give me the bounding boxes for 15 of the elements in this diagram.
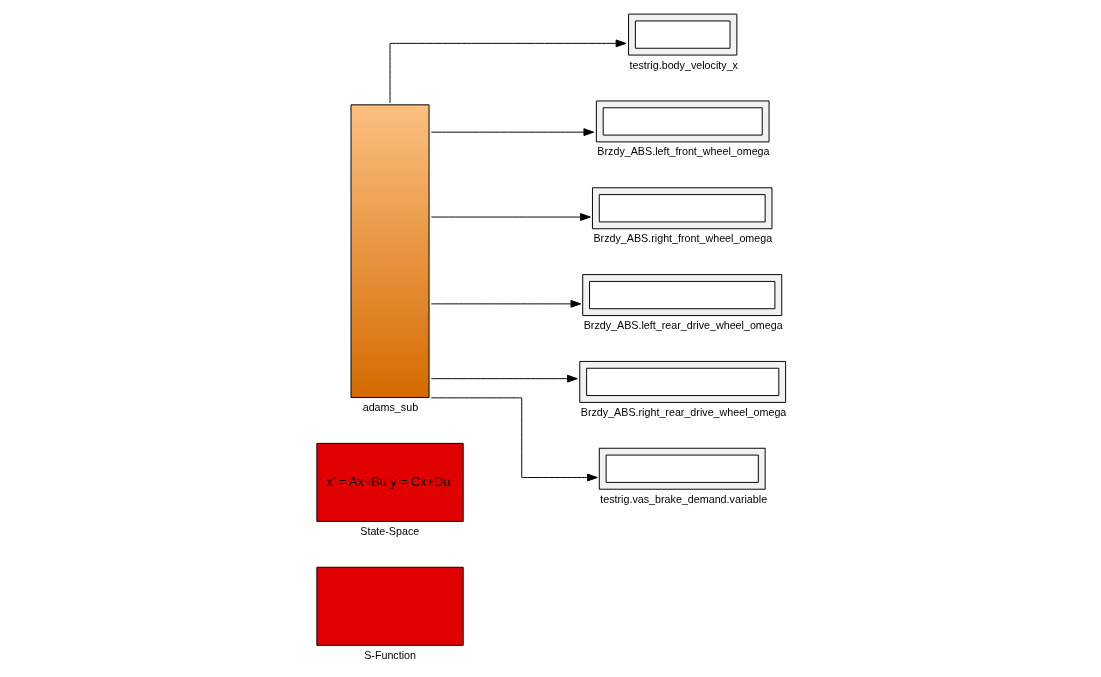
node-label: Brzdy_ABS.left_front_wheel_omega [596, 145, 770, 158]
arrow [430, 397, 598, 482]
node-label: State-Space [359, 524, 419, 537]
node-label: testrig.body_velocity_x [629, 58, 738, 71]
arrow [430, 128, 594, 137]
arrow [430, 213, 591, 221]
node-label: Brzdy_ABS.left_rear_drive_wheel_omega [583, 319, 783, 332]
arrow [389, 39, 626, 104]
arrow [430, 374, 578, 383]
arrow [430, 299, 581, 308]
node-label: testrig.vas_brake_demand.variable [599, 492, 767, 505]
node-label: Brzdy_ABS.right_front_wheel_omega [592, 232, 772, 245]
node-label: S-Function [363, 648, 416, 661]
node-label: Brzdy_ABS.right_rear_drive_wheel_omega [580, 405, 786, 418]
node-label: adams_sub [362, 400, 418, 413]
